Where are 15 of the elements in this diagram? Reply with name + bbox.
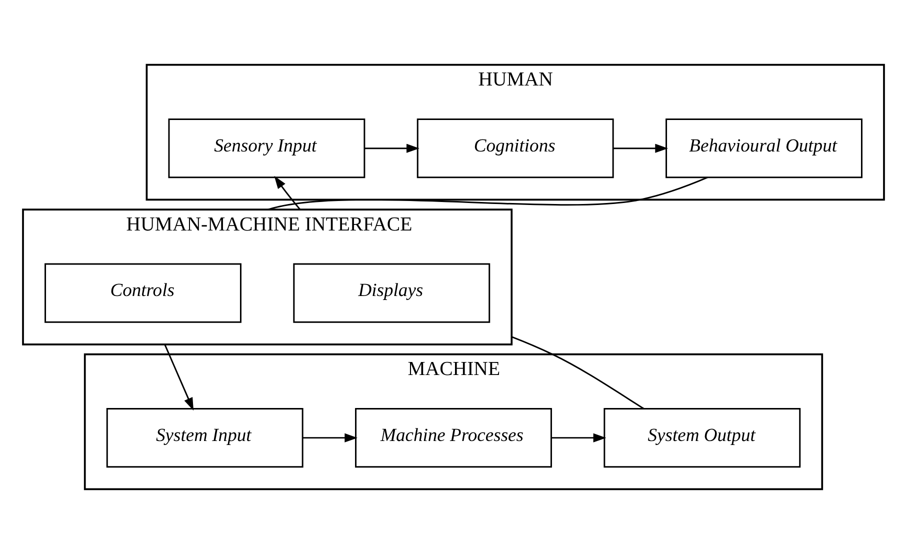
node-box: System Output <box>604 408 801 468</box>
arrow <box>274 176 301 210</box>
connector <box>268 176 708 210</box>
node-box: Cognitions <box>416 118 614 178</box>
arrow <box>302 433 358 442</box>
node-box: Controls <box>44 263 242 323</box>
node-box: Displays <box>293 263 490 323</box>
node-box: Behavioural Output <box>666 118 862 178</box>
connector <box>511 336 644 410</box>
node-box: Machine Processes <box>355 408 552 468</box>
node-box: System Input <box>106 408 304 468</box>
node-box: Sensory Input <box>168 118 366 178</box>
arrow <box>364 144 420 153</box>
arrow <box>552 433 606 442</box>
arrow <box>613 144 668 153</box>
